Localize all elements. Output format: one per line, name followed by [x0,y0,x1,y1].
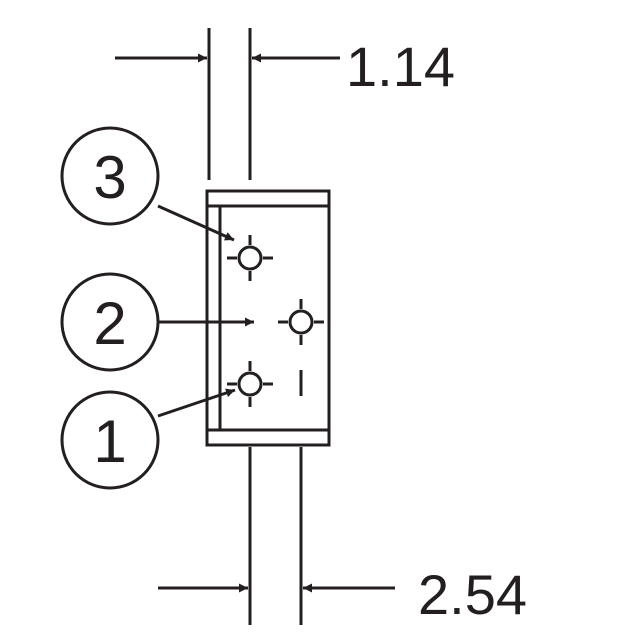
pin-1-leader-arrow [157,388,236,418]
bottom-extension-lines [248,370,303,625]
top-dimension-label: 1.14 [346,35,455,98]
pin-2-callout: 2 [60,272,254,372]
pin-1-number: 1 [93,408,126,475]
pin-hole-1 [227,361,273,407]
pin-2-number: 2 [93,290,126,357]
pin-hole-3 [227,235,273,281]
pin-hole-2 [278,299,324,345]
pin-3-callout: 3 [60,126,235,242]
pin-3-leader-arrow [157,204,235,242]
component-body [205,189,331,447]
top-extension-lines [207,28,252,180]
bottom-dimension-label: 2.54 [418,563,527,626]
pin-1-callout: 1 [60,388,236,490]
pin-3-number: 3 [93,144,126,211]
